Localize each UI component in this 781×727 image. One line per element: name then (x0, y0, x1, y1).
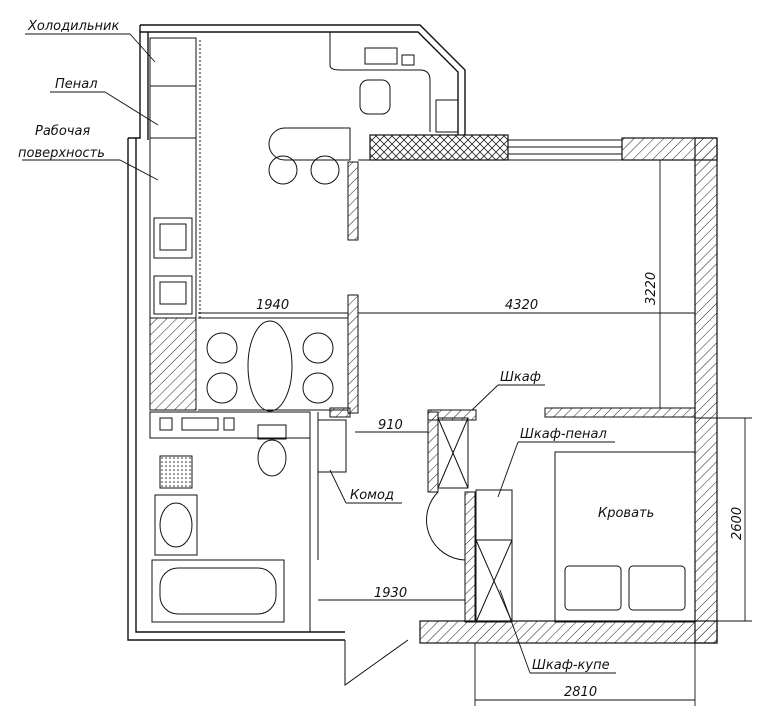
label-wardrobe: Шкаф (500, 370, 541, 385)
dim-room-width: 4320 (505, 298, 538, 313)
hatched-walls (149, 134, 718, 644)
dim-room-depth: 3220 (644, 272, 659, 305)
label-wardrobe-coupe: Шкаф-купе (532, 658, 610, 673)
dim-dining-width: 1940 (256, 298, 289, 313)
outer-walls (127, 24, 466, 641)
label-work-surface-1: Рабочая (35, 124, 90, 139)
dim-bedroom-width: 2810 (564, 685, 597, 700)
dimension-lines (198, 160, 752, 706)
bathroom (149, 411, 347, 632)
leader-lines (22, 33, 616, 674)
dim-bath-width: 1930 (374, 586, 407, 601)
label-bed: Кровать (598, 506, 654, 521)
label-work-surface-2: поверхность (18, 146, 105, 161)
label-fridge: Холодильник (27, 19, 119, 34)
label-dresser: Комод (350, 488, 394, 503)
dim-bedroom-depth: 2600 (730, 507, 745, 540)
bedroom (358, 159, 696, 623)
label-penal: Пенал (55, 77, 98, 92)
dim-door-910: 910 (378, 418, 403, 433)
kitchen (149, 32, 459, 319)
label-wardrobe-penal: Шкаф-пенал (520, 427, 607, 442)
hall (317, 417, 513, 686)
dining (198, 317, 348, 412)
